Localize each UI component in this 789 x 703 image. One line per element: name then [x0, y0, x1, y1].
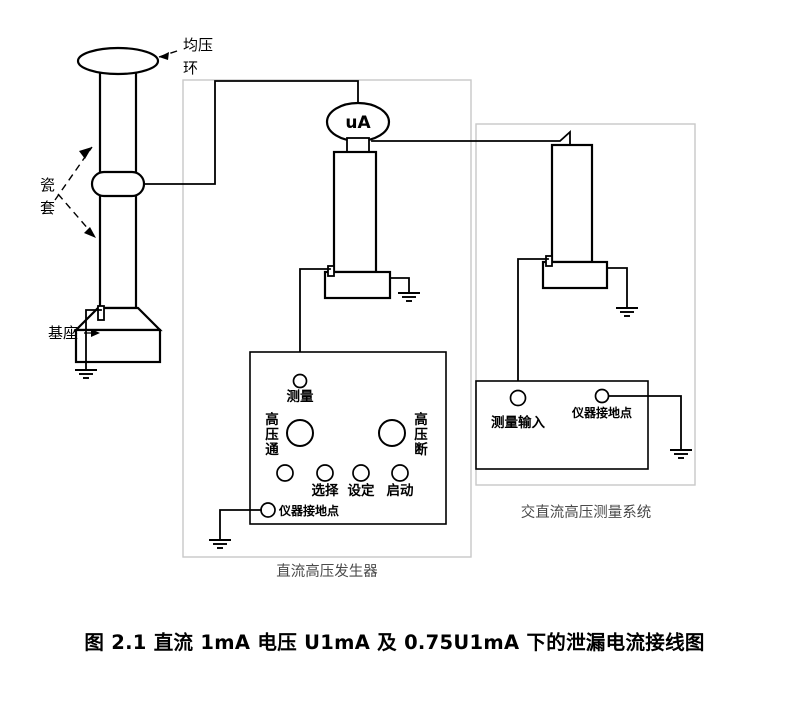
annotation-grading-ring-line1: 均压: [183, 36, 213, 54]
measurement-port-measure-input-label: 测量输入: [491, 414, 545, 431]
annotation-base: 基座: [48, 324, 78, 342]
generator-button-hv-off-label-3: 断: [414, 441, 428, 458]
wire-divider-to-generator-measure-port: [299, 268, 331, 380]
wire-test-object-to-microammeter: [143, 80, 359, 185]
generator-port-instrument-ground[interactable]: [260, 502, 276, 518]
wire-base-to-earth: [85, 309, 102, 371]
generator-port-instrument-ground-label: 仪器接地点: [278, 503, 339, 518]
measurement-port-instrument-ground-label: 仪器接地点: [571, 405, 632, 420]
earth-symbol-measurement-system: [670, 449, 692, 459]
measurement-port-measure-input[interactable]: [509, 389, 527, 407]
generator-button-hv-on-label-3: 通: [265, 442, 279, 458]
porcelain-sleeve-leader-lower: [57, 193, 97, 239]
generator-button-hv-on-label-2: 压: [265, 427, 279, 443]
generator-button-select-label: 选择: [312, 482, 339, 499]
center-divider-ground-stud: [327, 265, 335, 277]
test-object-insulator: [73, 46, 163, 364]
wire-center-divider-to-earth: [389, 277, 410, 294]
measurement-column-body: [550, 143, 594, 264]
center-divider-base: [323, 270, 392, 300]
group-label-ac-dc-measurement-system: 交直流高压测量系统: [521, 503, 652, 521]
center-divider-body: [332, 150, 378, 274]
wire-generator-ground-to-earth: [219, 509, 262, 541]
group-box-ac-dc-measurement-system: [475, 123, 696, 486]
wire-measurement-column-to-earth: [606, 267, 628, 309]
measurement-port-instrument-ground[interactable]: [594, 388, 610, 404]
generator-button-hv-off-label-1: 高: [414, 411, 428, 428]
annotation-grading-ring-line2: 环: [183, 59, 198, 77]
insulator-column-lower: [98, 188, 138, 310]
earth-symbol-test-object: [75, 369, 97, 379]
grading-ring: [76, 46, 160, 76]
generator-button-set-label: 设定: [348, 482, 375, 499]
wire-measurement-ground-to-earth: [608, 395, 682, 451]
generator-button-hv-on-label-1: 高: [265, 411, 279, 428]
right-measurement-column: [541, 143, 609, 290]
generator-button-start[interactable]: [391, 464, 409, 482]
annotation-porcelain-sleeve-line1: 瓷: [40, 176, 55, 194]
porcelain-sleeve-leader-upper: [54, 146, 93, 201]
measurement-column-base: [541, 260, 609, 290]
earth-symbol-measurement-column: [616, 307, 638, 317]
insulator-middle-flange: [90, 170, 146, 198]
microammeter-label: uA: [345, 113, 371, 133]
generator-button-select[interactable]: [316, 464, 334, 482]
generator-button-set[interactable]: [352, 464, 370, 482]
generator-control-panel: [249, 351, 447, 525]
insulator-base-block: [74, 328, 162, 364]
annotation-porcelain-sleeve-line2: 套: [40, 199, 55, 217]
base-ground-stud: [97, 305, 105, 321]
insulator-column-upper: [98, 66, 138, 180]
generator-port-measure[interactable]: [292, 373, 308, 389]
wire-measurement-column-to-measure-input: [517, 258, 549, 396]
generator-button-unlabeled[interactable]: [276, 464, 294, 482]
insulator-base-taper: [73, 306, 163, 332]
grading-ring-leader: [158, 49, 181, 60]
generator-port-measure-label: 测量: [287, 388, 314, 405]
generator-button-start-label: 启动: [387, 482, 414, 499]
center-hv-divider: [323, 137, 392, 300]
figure-caption: 图 2.1 直流 1mA 电压 U1mA 及 0.75U1mA 下的泄漏电流接线…: [84, 631, 705, 654]
center-divider-neck: [346, 137, 370, 153]
group-box-dc-hv-generator: [182, 79, 472, 558]
microammeter: uA: [325, 101, 391, 143]
measurement-column-ground-stud: [545, 255, 553, 267]
generator-button-hv-off[interactable]: [378, 419, 406, 447]
earth-symbol-center-divider: [398, 292, 420, 302]
group-label-dc-hv-generator: 直流高压发生器: [276, 563, 378, 580]
wire-microammeter-to-measurement-column: [371, 129, 571, 146]
generator-button-hv-off-label-2: 压: [414, 427, 428, 443]
earth-symbol-generator: [209, 539, 231, 549]
generator-button-hv-on[interactable]: [286, 419, 314, 447]
